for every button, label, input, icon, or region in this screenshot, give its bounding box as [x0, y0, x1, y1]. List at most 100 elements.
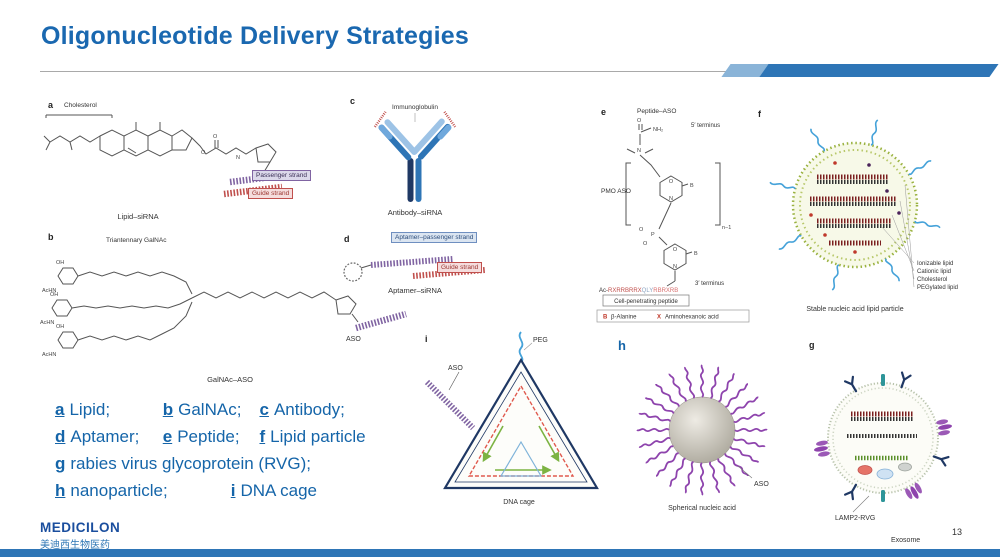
- legend-key-f: f: [259, 427, 266, 446]
- medicilon-logo-chinese: 美迪西生物医药: [40, 540, 110, 551]
- amide-o: O: [637, 118, 642, 124]
- panel-f-letter: f: [758, 109, 761, 119]
- panel-c-antibody-sirna: c Immunoglobulin An: [340, 92, 490, 222]
- panel-i-dna-cage: i ASO PEG DNA cage: [415, 330, 620, 515]
- legend-cationic-lipid: Cationic lipid: [917, 269, 951, 275]
- panel-b-letter: b: [48, 232, 54, 242]
- peptide-aso-header: Peptide–ASO: [637, 108, 677, 115]
- sugar-acnh-2: AcHN: [40, 320, 54, 326]
- legend-leader-lines: [881, 184, 915, 288]
- antibody-diagram: [373, 111, 457, 202]
- peg-chain: [518, 331, 524, 363]
- p-label: P: [651, 232, 655, 238]
- panel-h-caption: Spherical nucleic acid: [668, 505, 736, 512]
- panel-c-caption: Antibody–siRNA: [387, 208, 443, 217]
- medicilon-logo: MEDICILON: [40, 520, 121, 535]
- panel-a-letter: a: [48, 100, 54, 110]
- cargo-duplexes: [847, 411, 917, 461]
- title-accent-dark: [759, 64, 999, 77]
- passenger-strand-tag: Passenger strand: [252, 170, 311, 181]
- exosome-vesicle: [812, 371, 954, 503]
- aso-strand-i: [424, 379, 476, 431]
- panel-d-aptamer-sirna: d Aptamer–passenger strand Guide strand …: [335, 232, 510, 304]
- legend-key-b: b: [162, 400, 174, 419]
- aptamer-diagram: [343, 256, 486, 282]
- residue-key-box: B β-Alanine X Aminohexanoic acid: [596, 309, 750, 323]
- lamp2-leader: [852, 495, 870, 513]
- lipid-dots: [809, 161, 901, 254]
- aptamer-passenger-tag: Aptamer–passenger strand: [391, 232, 478, 243]
- aptamer-passenger-strand: [370, 256, 454, 268]
- legend-pegylated-lipid: PEGylated lipid: [917, 285, 958, 291]
- ring1-n: N: [669, 196, 673, 202]
- dimethyl-n: N: [637, 148, 641, 154]
- immunoglobulin-label: Immunoglobulin: [392, 104, 438, 111]
- panel-f-caption: Stable nucleic acid lipid particle: [806, 306, 903, 313]
- sugar-oh-1: OH: [56, 260, 64, 266]
- legend-text-b: GalNAc;: [178, 400, 242, 419]
- key-x-label: Aminohexanoic acid: [665, 315, 719, 321]
- legend-cholesterol: Cholesterol: [917, 277, 947, 283]
- legend-key-a: a: [55, 400, 65, 419]
- panel-i-caption: DNA cage: [503, 499, 535, 506]
- morpholine-ring-1: O N B: [659, 175, 694, 203]
- footer-bar: [0, 549, 1000, 557]
- panel-h-aso-label: ASO: [754, 481, 769, 488]
- dna-cage-diagram: ASO PEG DNA cage: [424, 331, 599, 506]
- legend-key-g: g: [55, 454, 66, 473]
- cpp-label: Cell-penetrating peptide: [614, 299, 678, 305]
- cholesterol-label: Cholesterol: [64, 102, 97, 109]
- panel-b-caption: GalNAc–ASO: [207, 375, 253, 384]
- legend-text-d: Aptamer;: [70, 427, 140, 446]
- pmo-top-amide: O NH₂ N: [626, 118, 663, 178]
- legend-key-h: h: [55, 481, 66, 500]
- linker-o-label: O: [201, 150, 206, 156]
- panel-i-aso-label: ASO: [448, 365, 463, 372]
- panel-b-aso-label: ASO: [346, 336, 361, 343]
- legend-ionizable-lipid: Ionizable lipid: [917, 261, 953, 267]
- legend-text-g: rabies virus glycoprotein (RVG);: [70, 454, 311, 473]
- peg-leader: [523, 342, 533, 351]
- cage-green-strands: [482, 425, 560, 475]
- guide-strand-tag: Guide strand: [248, 188, 294, 199]
- legend-key-e: e: [162, 427, 173, 446]
- linker-n-label: N: [236, 155, 240, 161]
- sugar-acnh-1: AcHN: [42, 288, 56, 294]
- panel-c-letter: c: [350, 96, 356, 106]
- panel-g-letter: g: [809, 340, 815, 350]
- panel-g-caption-exosome: Exosome: [891, 537, 920, 544]
- legend-text-f: Lipid particle: [270, 427, 366, 446]
- galnac-aso-diagram: OH OH OH AcHN AcHN AcHN: [40, 260, 407, 358]
- five-prime-label: 5′ terminus: [691, 123, 720, 129]
- encapsulated-duplexes: [810, 174, 897, 246]
- aptamer-loop: [343, 262, 363, 282]
- legend-text-a: Lipid;: [69, 400, 111, 419]
- aso-leader-h: [737, 465, 753, 479]
- panel-a-lipid-sirna: a Cholesterol O O N: [40, 96, 340, 228]
- panel-e-peptide-aso: e Peptide–ASO O NH₂ N 5′ terminus n−1: [595, 105, 755, 337]
- p-o1: O: [639, 227, 644, 233]
- legend-key-c: c: [259, 400, 269, 419]
- panel-e-letter: e: [601, 107, 607, 117]
- cage-blue-strand: [499, 440, 543, 477]
- guide-strand: [412, 267, 486, 279]
- panel-i-letter: i: [425, 334, 428, 344]
- cage-red-strand: [467, 384, 575, 477]
- legend-text-h: nanoparticle;: [70, 481, 168, 500]
- ring2-n: N: [673, 264, 677, 270]
- panel-d-caption: Aptamer–siRNA: [388, 286, 442, 295]
- galnac-sugars: OH OH OH AcHN AcHN AcHN: [40, 260, 79, 358]
- key-b-label: β-Alanine: [611, 315, 637, 321]
- legend-text-c: Antibody;: [273, 400, 345, 419]
- ring1-b: B: [690, 183, 694, 189]
- panel-h-spherical-nucleic-acid: h: [610, 338, 800, 520]
- panel-g-exosome: g: [795, 336, 990, 548]
- morpholine-ring-2: O N B: [663, 243, 698, 287]
- three-prime-label: 3′ terminus: [695, 281, 724, 287]
- guide-strand-tag-d: Guide strand: [437, 262, 483, 273]
- pmo-aso-label: PMO ASO: [601, 188, 631, 195]
- cpp-box: Cell-penetrating peptide: [602, 294, 690, 307]
- p-o2: O: [643, 241, 648, 247]
